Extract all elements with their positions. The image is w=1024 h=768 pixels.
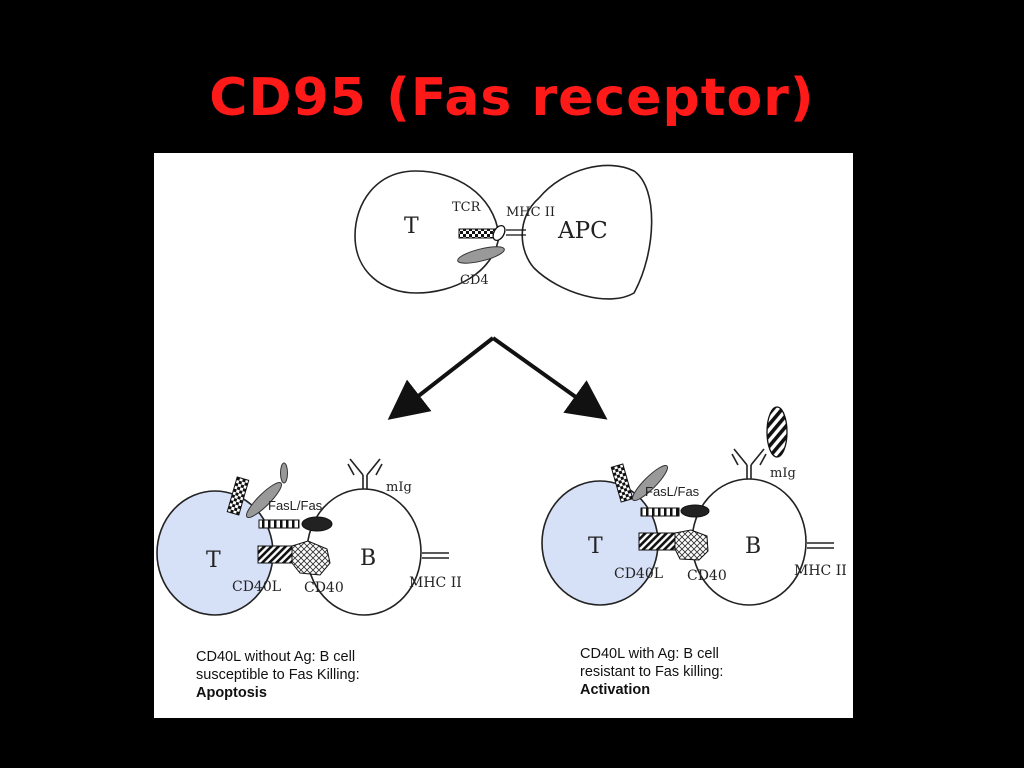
left-fasl (258, 519, 300, 529)
left-b-label: B (360, 546, 376, 571)
cd4-molecule (457, 246, 505, 264)
left-cd40l-label: CD40L (232, 579, 281, 595)
right-mig-label: mIg (770, 466, 796, 481)
right-mig-antibody (731, 448, 767, 479)
tcr-label: TCR (452, 200, 482, 215)
apc-cell (521, 164, 653, 300)
top-t-label: T (404, 214, 419, 239)
left-mhc-tip (280, 462, 288, 484)
right-tcr (610, 463, 634, 503)
right-caption-outcome: Activation (580, 682, 651, 698)
right-t-label: T (588, 534, 603, 559)
right-cd40l (638, 532, 676, 551)
left-fasl-fas-label: FasL/Fas (268, 498, 323, 513)
cell-interaction-diagram: T APC TCR MHC II CD4 T B FasL/Fas (156, 164, 847, 616)
right-antigen (766, 406, 788, 458)
cd4-label: CD4 (460, 273, 489, 288)
right-caption: CD40L with Ag: B cell resistant to Fas k… (580, 645, 723, 699)
apc-label: APC (557, 218, 608, 244)
top-interaction: T APC TCR MHC II CD4 (354, 164, 653, 300)
left-cd40 (291, 540, 331, 576)
figure-panel: T APC TCR MHC II CD4 T B FasL/Fas (154, 153, 853, 718)
left-fas (301, 516, 333, 532)
left-interaction: T B FasL/Fas mIg CD40L CD40 MHC II (156, 458, 462, 616)
tcr-ligand (492, 224, 506, 242)
left-tcr (226, 476, 250, 516)
right-fas (680, 504, 710, 518)
right-fasl-fas-label: FasL/Fas (645, 484, 700, 499)
branch-arrows (387, 336, 608, 420)
left-cd4 (246, 482, 282, 518)
top-mhc-label: MHC II (506, 205, 555, 220)
left-caption-outcome: Apoptosis (196, 685, 267, 701)
left-caption: CD40L without Ag: B cell susceptible to … (196, 648, 360, 702)
left-mhc-label: MHC II (409, 575, 462, 591)
right-caption-line1: CD40L with Ag: B cell (580, 646, 719, 662)
right-b-label: B (745, 534, 761, 559)
right-caption-line2: resistant to Fas killing: (580, 664, 724, 680)
arrow-left (387, 336, 495, 420)
left-cd40-label: CD40 (304, 580, 344, 596)
left-mig-antibody (347, 458, 383, 489)
right-cd40 (674, 529, 709, 561)
slide-title: CD95 (Fas receptor) (209, 68, 815, 128)
left-caption-line2: susceptible to Fas Killing: (196, 667, 360, 683)
right-cd4 (632, 465, 668, 501)
right-cd40-label: CD40 (687, 568, 727, 584)
right-fasl (640, 507, 680, 517)
tcr-receptor (458, 228, 498, 239)
left-cd40l (257, 545, 293, 564)
left-caption-line1: CD40L without Ag: B cell (196, 649, 356, 665)
left-mig-label: mIg (386, 480, 412, 495)
right-cd40l-label: CD40L (614, 566, 663, 582)
arrow-right (491, 336, 608, 420)
right-mhc-label: MHC II (794, 563, 847, 579)
right-interaction: T B FasL/Fas mIg CD40L CD40 MHC II (541, 406, 847, 606)
left-t-label: T (206, 548, 221, 573)
